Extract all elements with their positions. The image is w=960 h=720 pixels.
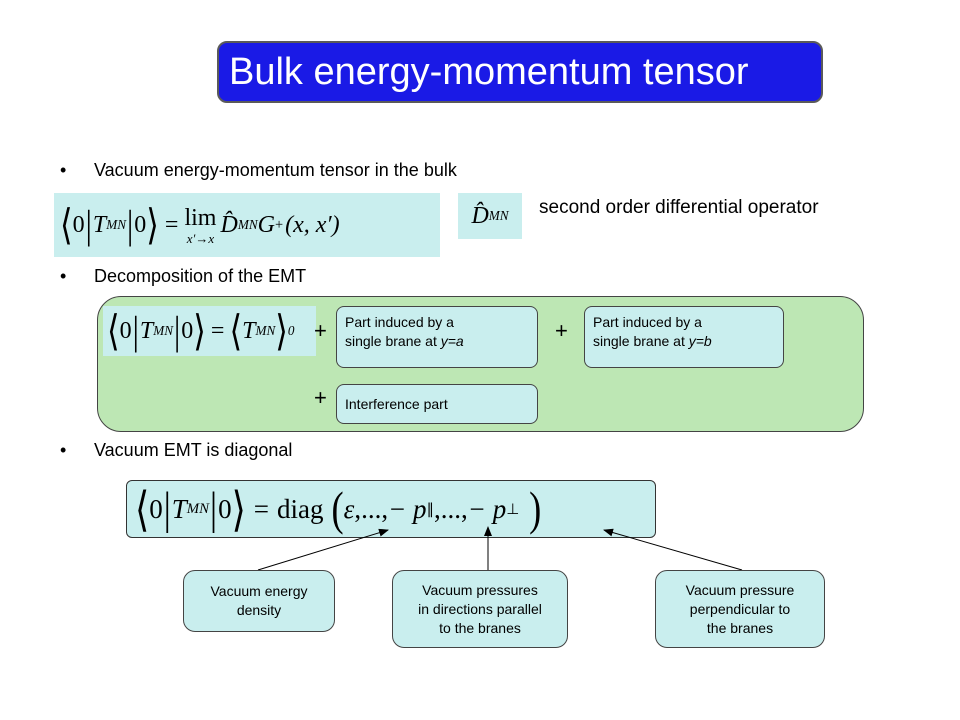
formula-equals: = [253,493,270,524]
bar-symbol: | [85,201,92,248]
bullet-dot: • [60,440,67,460]
formula-operator-symbol: D̂MN [458,193,522,239]
part-text: single brane at y=a [345,332,529,351]
bar-symbol: | [132,307,139,354]
callout-perp-pressure: Vacuum pressure perpendicular to the bra… [655,570,825,648]
formula-equals: = [164,211,179,238]
formula-diag: diag [277,493,324,524]
callout-parallel-pressures: Vacuum pressures in directions parallel … [392,570,568,648]
angle-bracket-left: ⟨ [135,483,150,536]
formula-outer-sub: 0 [287,323,295,338]
formula-T-sub: MN [153,323,174,338]
callout-line: the branes [706,619,774,636]
plus-sign: + [555,318,568,343]
bar-symbol: | [163,483,171,534]
formula-T-sub: MN [106,217,127,232]
formula-zero: 0 [134,211,147,238]
formula-T-sub: MN [186,500,210,517]
plus-sign: + [314,318,327,343]
formula-dots: ,..., [433,493,468,524]
formula-zero: 0 [72,211,85,238]
formula-zero: 0 [119,317,132,344]
part-text: Part induced by a [593,314,702,330]
formula-args: (x, x′) [285,211,340,238]
callout-line: Vacuum pressure [685,581,795,598]
formula-T: T [92,211,107,238]
part-interference: Interference part [336,384,538,424]
callout-line: to the branes [439,619,521,636]
angle-bracket-right: ⟩ [231,483,246,536]
bullet-dot: • [60,160,67,180]
callout-line: in directions parallel [418,600,542,617]
arrow-perp [603,528,743,571]
formula-parallel-sub: ∥ [426,501,434,518]
formula-p-parallel: − p [388,493,427,524]
operator-description: second order differential operator [539,197,819,218]
callout-line: Vacuum pressures [422,581,538,598]
formula-zero: 0 [218,493,232,524]
bullet-text: Vacuum EMT is diagonal [94,440,293,460]
formula-G-sup: + [274,216,284,233]
angle-bracket-right: ⟩ [146,202,159,250]
callout-line: Vacuum energy [210,583,308,599]
callout-line: density [236,602,282,618]
part-text-prefix: single brane at [345,333,441,349]
formula-zero: 0 [149,493,163,524]
formula-equals: = [210,317,225,344]
operator-D-sub: MN [488,208,509,223]
bullet-decomposition: • Decomposition of the EMT [0,266,306,287]
formula-lim-sub: x′→x [186,230,215,246]
formula-lim: lim [184,204,217,231]
formula-D: D̂ [220,211,238,238]
formula-D-sub: MN [237,217,258,232]
slide-title: Bulk energy-momentum tensor [217,41,823,103]
formula-T: T [242,317,256,344]
angle-bracket-left: ⟨ [229,308,243,356]
angle-bracket-right: ⟩ [275,308,288,356]
bar-symbol: | [210,483,218,534]
operator-D: D̂ [471,202,489,229]
formula-G: G [257,211,275,238]
formula-epsilon: ε [343,493,355,524]
formula-T-sub: MN [255,323,276,338]
callout-line: perpendicular to [689,600,791,617]
formula-T: T [139,317,154,344]
bullet-vacuum-emt-bulk: • Vacuum energy-momentum tensor in the b… [0,160,457,181]
part-text: Interference part [345,395,448,412]
bullet-text: Decomposition of the EMT [94,266,307,286]
arrow-energy [257,528,389,571]
bullet-diagonal: • Vacuum EMT is diagonal [0,440,292,461]
bullet-text: Vacuum energy-momentum tensor in the bul… [94,160,457,180]
part-brane-a: Part induced by a single brane at y=a [336,306,538,368]
plus-sign: + [314,385,327,410]
formula-limit: lim x′→x [184,206,216,245]
formula-dots: ,..., [354,493,389,524]
formula-perp-sub: ⊥ [506,501,520,518]
paren-close: ) [529,483,542,535]
bar-symbol: | [127,201,134,248]
paren-open: ( [331,483,344,535]
part-text: Part induced by a [345,314,454,330]
part-text-var: y=a [440,333,464,349]
part-text-prefix: single brane at [593,333,689,349]
part-text-var: y=b [688,333,712,349]
part-brane-b: Part induced by a single brane at y=b [584,306,784,368]
bar-symbol: | [174,307,181,354]
bullet-dot: • [60,266,67,286]
formula-p-perp: − p [467,493,507,524]
angle-bracket-left: ⟨ [107,308,120,356]
part-text: single brane at y=b [593,332,775,351]
angle-bracket-right: ⟩ [193,308,206,356]
formula-T: T [171,493,187,524]
angle-bracket-left: ⟨ [60,202,73,250]
formula-zero: 0 [181,317,194,344]
callout-energy-density: Vacuum energy density [183,570,335,632]
